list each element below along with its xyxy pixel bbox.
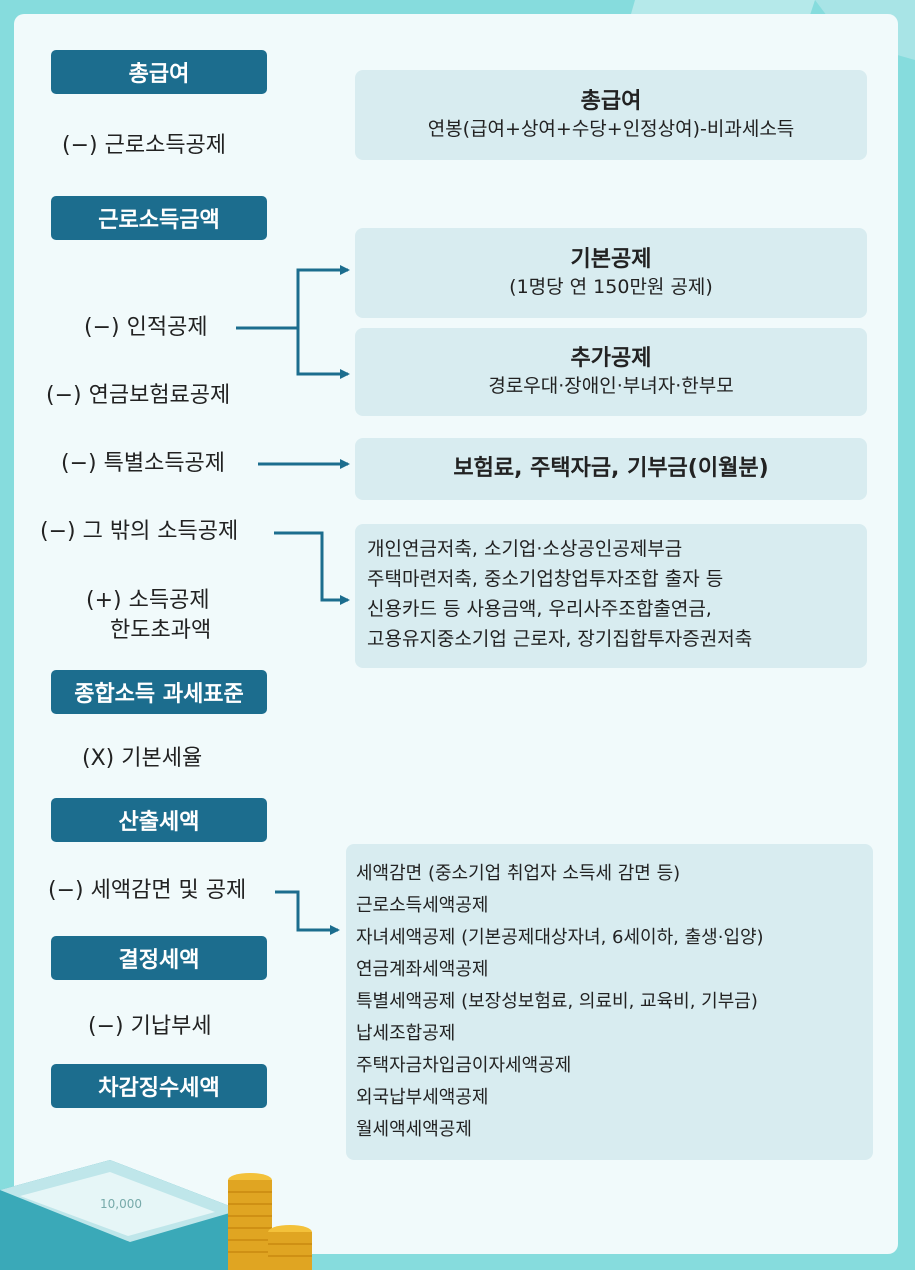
- list-item: 월세액세액공제: [356, 1119, 472, 1140]
- op-pension-insurance-deduction: (−) 연금보험료공제: [46, 383, 231, 408]
- step-earned-income-amount: 근로소득금액: [51, 196, 267, 240]
- arrow-to-additional-deduction: [296, 328, 350, 379]
- arrow-to-tax-credits: [275, 890, 340, 935]
- step-determined-tax: 결정세액: [51, 936, 267, 980]
- box-gross-pay: 총급여 연봉(급여+상여+수당+인정상여)-비과세소득: [355, 70, 867, 160]
- box-gross-pay-title: 총급여: [580, 89, 642, 114]
- list-item: 주택마련저축, 중소기업창업투자조합 출자 등: [367, 568, 724, 590]
- op-prepaid-tax: (−) 기납부세: [88, 1014, 212, 1039]
- list-item: 자녀세액공제 (기본공제대상자녀, 6세이하, 출생·입양): [356, 927, 764, 948]
- op-personal-deduction: (−) 인적공제: [84, 315, 208, 340]
- op-special-income-deduction: (−) 특별소득공제: [61, 451, 226, 476]
- step-calculated-tax: 산출세액: [51, 798, 267, 842]
- op-basic-tax-rate: (X) 기본세율: [82, 746, 203, 771]
- list-item: 근로소득세액공제: [356, 895, 489, 916]
- box-additional-deduction-title: 추가공제: [570, 346, 652, 371]
- arrow-to-other-deductions: [274, 531, 350, 605]
- list-item: 납세조합공제: [356, 1023, 456, 1044]
- list-item: 신용카드 등 사용금액, 우리사주조합출연금,: [367, 598, 712, 620]
- box-gross-pay-desc: 연봉(급여+상여+수당+인정상여)-비과세소득: [427, 118, 795, 140]
- list-item: 세액감면 (중소기업 취업자 소득세 감면 등): [356, 863, 681, 884]
- step-tax-base: 종합소득 과세표준: [51, 670, 267, 714]
- box-special-deduction-title: 보험료, 주택자금, 기부금(이월분): [453, 456, 769, 481]
- step-gross-pay: 총급여: [51, 50, 267, 94]
- box-additional-deduction: 추가공제 경로우대·장애인·부녀자·한부모: [355, 328, 867, 416]
- op-earned-income-deduction: (−) 근로소득공제: [62, 133, 227, 158]
- step-balance-tax: 차감징수세액: [51, 1064, 267, 1108]
- list-item: 고용유지중소기업 근로자, 장기집합투자증권저축: [367, 628, 753, 650]
- box-basic-deduction: 기본공제 (1명당 연 150만원 공제): [355, 228, 867, 318]
- op-other-income-deduction: (−) 그 밖의 소득공제: [40, 519, 239, 544]
- money-stack-decoration: 10,000: [0, 1160, 312, 1270]
- box-basic-deduction-desc: (1명당 연 150만원 공제): [509, 276, 713, 298]
- box-other-deductions: 개인연금저축, 소기업·소상공인공제부금 주택마련저축, 중소기업창업투자조합 …: [355, 524, 867, 668]
- box-tax-credits: 세액감면 (중소기업 취업자 소득세 감면 등) 근로소득세액공제 자녀세액공제…: [346, 844, 873, 1160]
- arrow-to-basic-deduction: [296, 265, 350, 328]
- op-tax-reduction-credit: (−) 세액감면 및 공제: [48, 878, 247, 903]
- list-item: 개인연금저축, 소기업·소상공인공제부금: [367, 538, 683, 560]
- op-deduction-limit-excess-1: (+) 소득공제: [86, 588, 210, 613]
- coin-stack: [228, 1173, 312, 1270]
- box-additional-deduction-desc: 경로우대·장애인·부녀자·한부모: [488, 375, 734, 397]
- list-item: 주택자금차입금이자세액공제: [356, 1055, 572, 1076]
- list-item: 연금계좌세액공제: [356, 959, 489, 980]
- op-deduction-limit-excess-2: 한도초과액: [110, 618, 212, 643]
- list-item: 특별세액공제 (보장성보험료, 의료비, 교육비, 기부금): [356, 991, 758, 1012]
- box-special-deduction: 보험료, 주택자금, 기부금(이월분): [355, 438, 867, 500]
- list-item: 외국납부세액공제: [356, 1087, 489, 1108]
- banknote-label: 10,000: [100, 1197, 142, 1211]
- box-basic-deduction-title: 기본공제: [570, 247, 652, 272]
